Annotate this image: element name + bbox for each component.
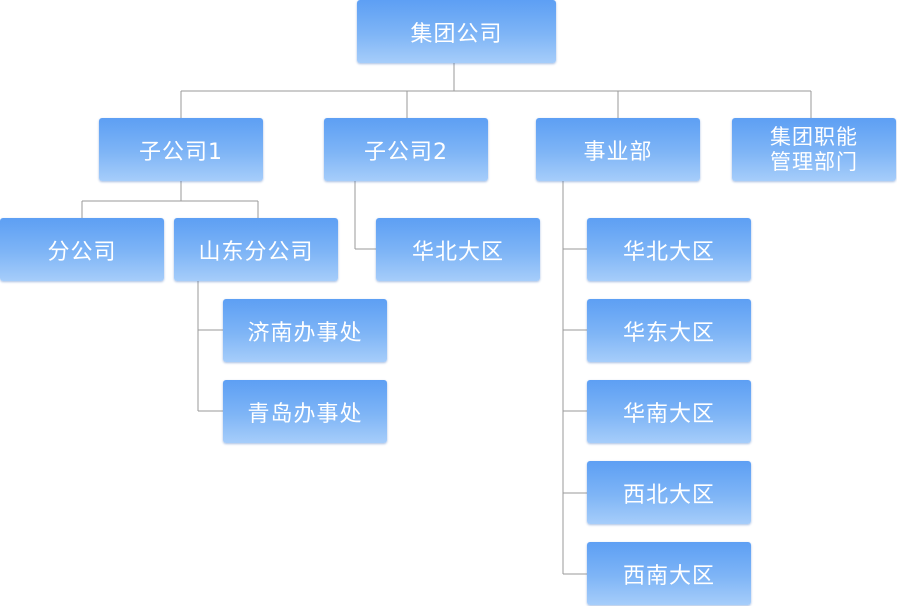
node-group-functional-dept-line2: 管理部门: [770, 149, 858, 174]
node-subsidiary-1[interactable]: 子公司1: [99, 118, 263, 181]
node-qingdao-office[interactable]: 青岛办事处: [223, 380, 387, 443]
node-s2-north-china-region[interactable]: 华北大区: [376, 218, 540, 281]
node-div-east-china-region[interactable]: 华东大区: [587, 299, 751, 362]
node-group-functional-dept[interactable]: 集团职能 管理部门: [732, 118, 896, 181]
node-group-company[interactable]: 集团公司: [357, 0, 556, 63]
node-shandong-branch[interactable]: 山东分公司: [174, 218, 338, 281]
node-div-north-china-region[interactable]: 华北大区: [587, 218, 751, 281]
node-group-functional-dept-line1: 集团职能: [770, 124, 858, 149]
node-jinan-office[interactable]: 济南办事处: [223, 299, 387, 362]
node-business-division[interactable]: 事业部: [536, 118, 700, 181]
node-branch-company[interactable]: 分公司: [0, 218, 164, 281]
node-subsidiary-2[interactable]: 子公司2: [324, 118, 488, 181]
node-div-southwest-region[interactable]: 西南大区: [587, 542, 751, 605]
node-div-northwest-region[interactable]: 西北大区: [587, 461, 751, 524]
node-div-south-china-region[interactable]: 华南大区: [587, 380, 751, 443]
